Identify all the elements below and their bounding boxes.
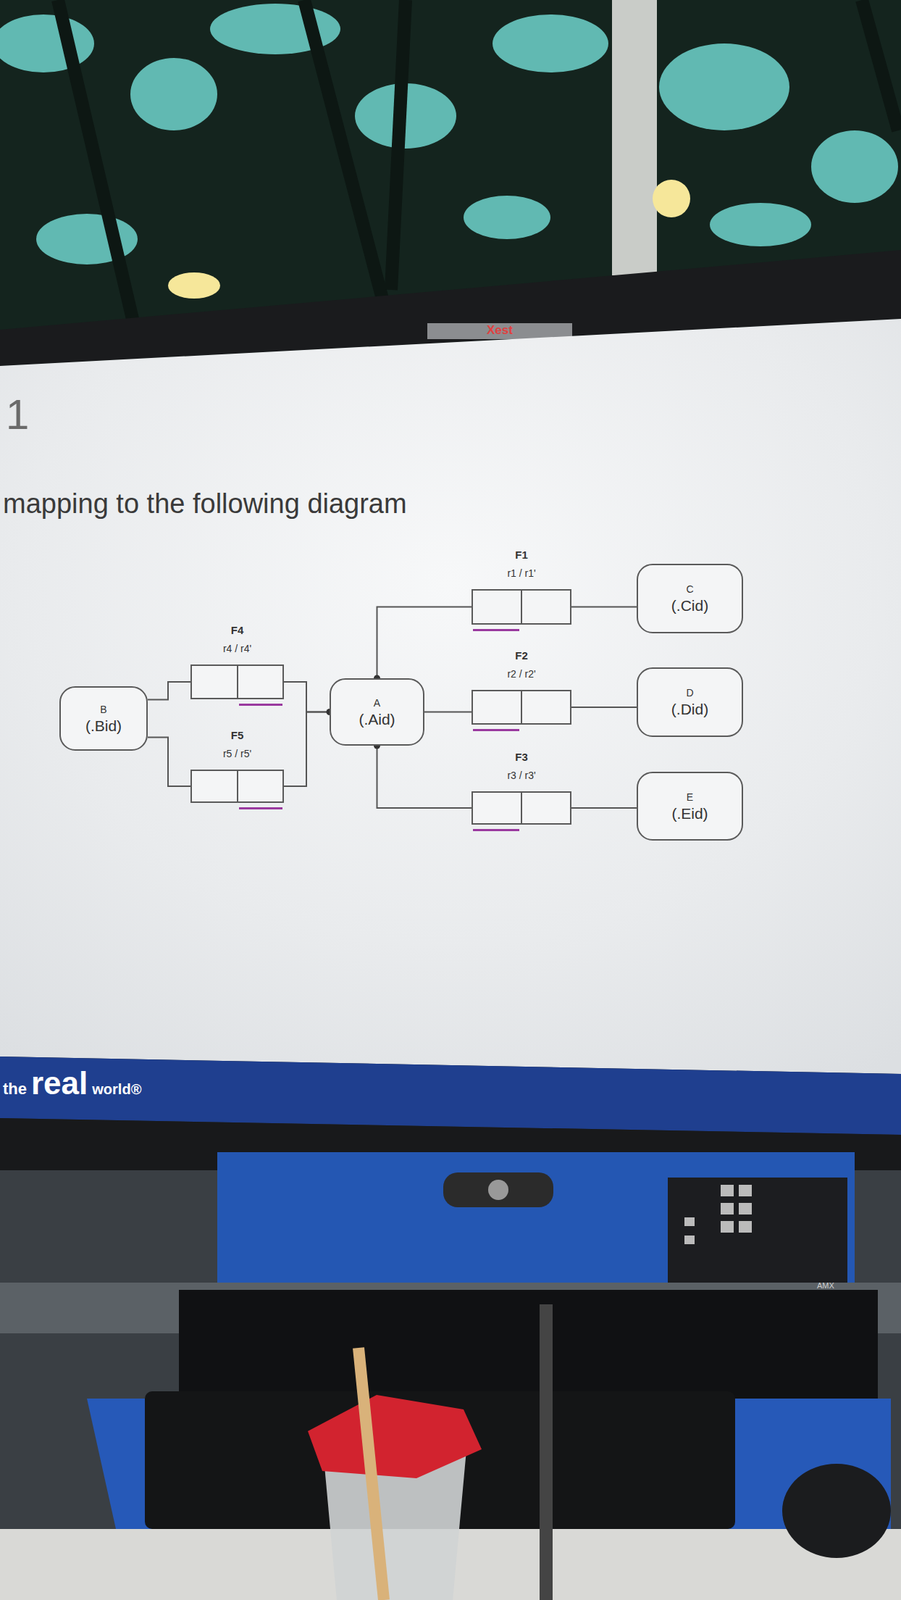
entity-name: D [685,685,694,700]
role-names: r4 / r4' [177,641,297,655]
webcam-lens [488,1179,509,1200]
reference-mode: (.Cid) [671,596,709,615]
webcam [443,1171,554,1207]
entity-name: A [373,695,381,710]
connector [424,711,472,713]
role-cell [520,792,571,823]
uniqueness-bar [472,628,520,631]
tree-backdrop [0,0,901,377]
mouse [782,1463,891,1558]
uniqueness-bar [472,828,520,831]
role-names: r2 / r2' [458,667,585,681]
role-names: r1 / r1' [458,566,585,580]
reference-mode: (.Bid) [85,716,122,736]
role-names: r5 / r5' [177,746,297,760]
role-cell [236,665,284,698]
slide [0,318,901,1074]
entity-box: A(.Aid) [329,677,425,746]
footer-brand: therealworld® [2,1064,142,1101]
fact-type-name: F1 [458,548,585,562]
role-cell [236,770,284,802]
entity-name: E [686,789,694,804]
uniqueness-bar [472,728,520,731]
connector [283,711,330,787]
ceiling-lamp [652,179,691,218]
connector [571,606,637,608]
role-cell [472,792,521,823]
fact-type-box: F5r5 / r5' [190,769,284,803]
logo-strip [427,323,573,339]
fact-type-name: F4 [177,623,297,637]
connector [283,681,330,712]
fact-type-name: F2 [458,648,585,662]
connector [147,737,191,787]
role-cell [520,690,571,723]
role-cell [472,590,521,623]
brand-text: the [2,1079,27,1099]
uniqueness-bar [239,806,283,810]
ceiling-lamp [168,272,221,299]
fact-type-name: F3 [458,750,585,764]
entity-box: C(.Cid) [636,563,744,634]
brand-text: world® [91,1080,142,1098]
role-names: r3 / r3' [458,768,585,782]
entity-box: D(.Did) [636,667,744,737]
uniqueness-bar [239,703,283,706]
entity-name: C [685,581,694,597]
role-cell [191,770,237,802]
role-cell [191,665,237,698]
sky-patches [0,3,899,265]
window-frame [612,0,657,276]
connector [571,806,637,809]
fact-type-name: F5 [177,728,297,742]
cup-lid [307,1394,482,1478]
entity-box: E(.Eid) [636,771,744,841]
connector [147,681,191,700]
fact-type-box: F1r1 / r1' [471,588,572,625]
role-cell [520,590,571,623]
tablet-edge [539,1303,553,1600]
fact-type-box: F2r2 / r2' [471,689,572,725]
reference-mode: (.Did) [671,699,709,719]
control-panel [667,1176,848,1301]
fact-type-box: F3r3 / r3' [471,790,572,825]
fact-type-box: F4r4 / r4' [190,664,284,699]
reference-mode: (.Aid) [358,709,395,729]
straw [358,1347,384,1600]
slide-number: 1 [5,391,29,438]
role-cell [472,690,521,723]
logo-text: Xest [486,323,513,338]
logo-text: AMX [816,1280,835,1290]
entity-box: B(.Bid) [59,685,148,751]
panel-buttons [684,1184,752,1244]
connector [571,706,637,708]
slide-title: mapping to the following diagram [2,488,408,520]
entity-name: B [99,701,107,717]
connector [377,606,473,679]
brand-text: real [31,1064,88,1101]
connector [377,745,473,808]
reference-mode: (.Eid) [671,803,708,823]
